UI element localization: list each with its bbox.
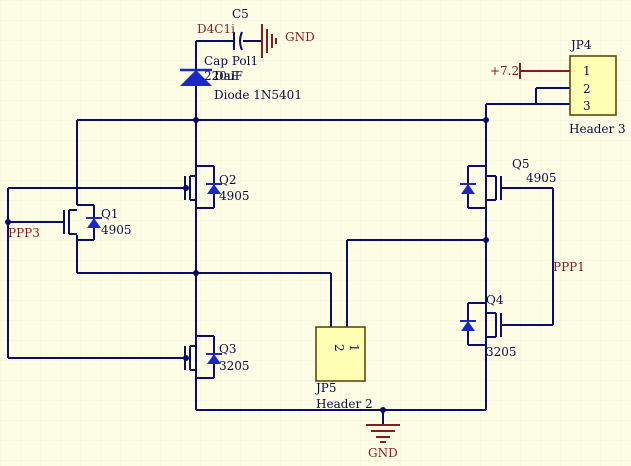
d4-type-label: Diode 1N5401	[214, 88, 302, 102]
jp5-pin-2: 2	[332, 344, 346, 352]
header-jp5: 2 1 JP5 Header 2	[314, 326, 373, 411]
q4-designator: Q4	[486, 293, 504, 307]
mosfet-q3: Q3 3205	[176, 335, 250, 379]
power-net-label: +7.2	[490, 64, 519, 78]
jp4-pin-3: 3	[583, 99, 591, 113]
c5-value-label: 220uF	[204, 69, 243, 83]
gnd-symbol-top: GND	[261, 24, 315, 58]
jp4-pin-1: 1	[583, 64, 591, 78]
q3-value: 3205	[219, 359, 250, 373]
jp5-designator: JP5	[314, 381, 337, 395]
q4-value: 3205	[486, 345, 517, 359]
header-jp4: JP4 1 2 3 Header 3 +7.2	[490, 38, 626, 136]
c5-type-label: Cap Pol1	[204, 54, 258, 68]
jp4-pin-2: 2	[583, 82, 591, 96]
mosfet-q2: Q2 4905	[176, 165, 250, 209]
jp5-pin-1: 1	[347, 344, 361, 352]
mosfet-q5: Q5 4905	[460, 157, 557, 209]
junctions	[5, 117, 489, 413]
wires	[7, 40, 570, 425]
gnd-bottom-label: GND	[368, 446, 398, 460]
gnd-symbol-bottom: GND	[366, 424, 400, 460]
q5-designator: Q5	[512, 157, 529, 171]
c5-designator: C5	[232, 7, 249, 21]
q2-designator: Q2	[219, 173, 236, 187]
mosfet-q1: Q1 4905 PPP3	[8, 204, 132, 241]
d4-overlay-label: DaF	[214, 69, 239, 83]
jp4-type-label: Header 3	[569, 122, 626, 136]
q2-value: 4905	[219, 189, 250, 203]
q1-value: 4905	[101, 223, 132, 237]
capacitor-c5: C5 D4C1i Cap Pol1 220uF	[197, 7, 258, 83]
jp4-designator: JP4	[569, 38, 592, 52]
c5-overlay-label: D4C1i	[197, 22, 235, 36]
jp5-type-label: Header 2	[316, 397, 373, 411]
diode-d4: DaF Diode 1N5401	[180, 68, 302, 102]
ppp3-net-label: PPP3	[8, 226, 40, 240]
q3-designator: Q3	[219, 342, 236, 356]
q1-designator: Q1	[101, 207, 118, 221]
ppp1-net-label: PPP1	[553, 260, 585, 274]
mosfet-q4: Q4 3205	[460, 293, 517, 359]
gnd-top-label: GND	[285, 30, 315, 44]
q5-value: 4905	[526, 171, 557, 185]
